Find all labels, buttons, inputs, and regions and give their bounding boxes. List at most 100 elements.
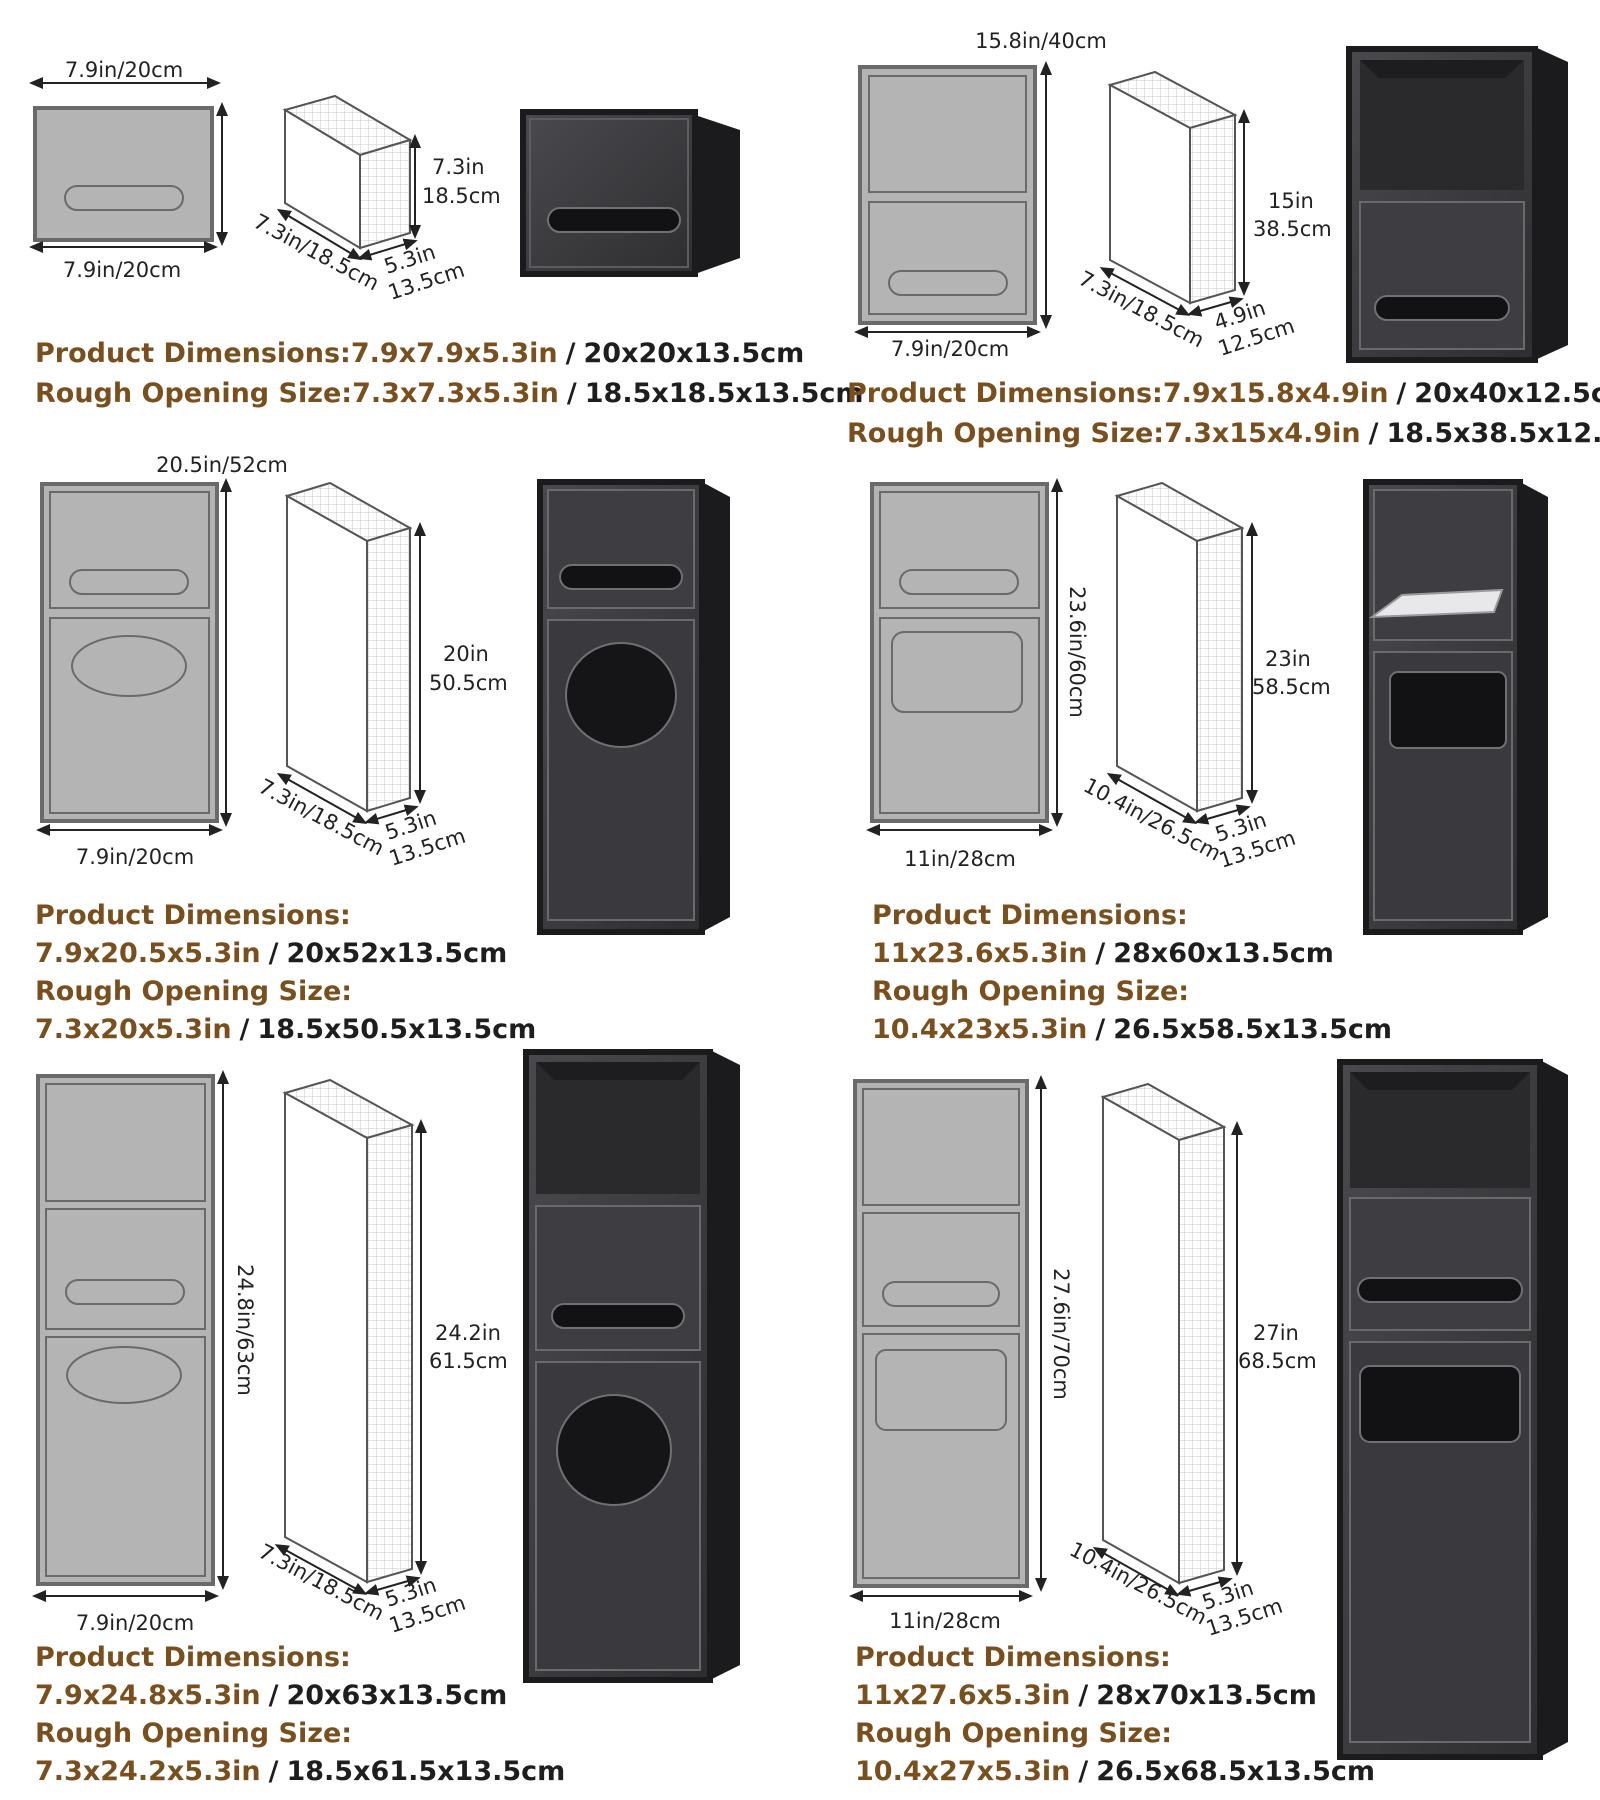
box-height-cm: 38.5cm [1253,217,1332,241]
slash: / [269,938,279,969]
slash: / [566,338,576,369]
product-dimensions-line: 7.9x24.8x5.3in/20x63x13.5cm [35,1680,507,1711]
product-label: Product Dimensions: [35,1642,351,1673]
product-photo [537,479,730,935]
slash: / [269,1756,279,1787]
front-view-drawing [853,1079,1029,1588]
rough-cm: 26.5x68.5x13.5cm [1096,1756,1375,1787]
box-height-cm: 58.5cm [1252,675,1331,699]
box-depth-arrow [364,804,419,825]
front-height-label: 20.5in/52cm [156,453,288,477]
front-view-drawing [858,65,1037,325]
front-width-label: 7.9in/20cm [76,845,194,869]
product-label: Product Dimensions: [35,338,351,369]
product-in: 7.9x15.8x4.9in [1163,378,1389,409]
slash: / [1078,1680,1088,1711]
rough-opening-line: 10.4x27x5.3in / 26.5x68.5x13.5cm [855,1756,1375,1787]
front-width-label: 11in/28cm [904,847,1016,871]
model-3: 20.5in/52cm 7.9in/20cm 20in 50.5cm 7.3in… [35,453,730,1045]
product-photo [1346,46,1568,363]
product-label: Product Dimensions: [35,900,351,931]
front-view-drawing [33,106,214,242]
product-label: Product Dimensions: [872,900,1188,931]
paper-towel-slot-icon [1368,588,1504,619]
box-width-arrow [276,773,368,824]
product-dimensions-line: 7.9x20.5x5.3in /20x52x13.5cm [35,938,507,969]
rough-in: 10.4x27x5.3in [855,1756,1070,1787]
box-height-in: 23in [1265,647,1311,671]
rough-in: 7.3x15x4.9in [1164,418,1361,449]
box-height-in: 15in [1268,189,1314,213]
box-height-in: 20in [443,642,489,666]
box-height-cm: 18.5cm [422,184,501,208]
rough-opening-line: 7.3x20x5.3in /18.5x50.5x13.5cm [35,1014,536,1045]
product-dimensions-line: 11x27.6x5.3in / 28x70x13.5cm [855,1680,1317,1711]
rough-label: Rough Opening Size: [35,378,352,409]
isometric-box-drawing [1107,70,1238,305]
box-width-arrow [276,208,363,261]
product-cm: 28x60x13.5cm [1113,938,1334,969]
front-width-label: 7.9in/20cm [76,1611,194,1635]
rough-in: 7.3x7.3x5.3in [352,378,559,409]
product-dimensions-line: Product Dimensions:7.9x15.8x4.9in/ 20x40x… [847,378,1600,409]
slash: / [1396,378,1406,409]
front-width-label: 7.9in/20cm [63,258,181,282]
product-in: 11x27.6x5.3in [855,1680,1070,1711]
front-height-label: 24.8in/63cm [233,1264,257,1396]
box-height-in: 7.3in [432,155,485,179]
box-height-cm: 68.5cm [1238,1349,1317,1373]
product-cm: 20x20x13.5cm [584,338,805,369]
box-width-arrow [1092,1547,1180,1596]
rough-cm: 18.5x61.5x13.5cm [286,1756,565,1787]
front-view-drawing [870,482,1049,823]
product-cm: 20x63x13.5cm [286,1680,507,1711]
rough-label: Rough Opening Size: [855,1718,1172,1749]
rough-cm: 18.5x50.5x13.5cm [257,1014,536,1045]
front-height-label: 23.6in/60cm [1065,586,1089,718]
product-cm: 28x70x13.5cm [1096,1680,1317,1711]
model-5: 24.8in/63cm 7.9in/20cm 24.2in 61.5cm 7.3… [32,1049,740,1787]
front-width-label: 7.9in/20cm [891,337,1009,361]
product-label: Product Dimensions: [847,378,1163,409]
product-dimensions-line: Product Dimensions:7.9x7.9x5.3in / 20x20x1… [35,338,804,369]
rough-label: Rough Opening Size: [35,1718,352,1749]
rough-in: 7.3x20x5.3in [35,1014,232,1045]
slash: / [567,378,577,409]
box-depth-arrow [1194,804,1251,825]
front-height-label: 7.9in/20cm [65,58,183,82]
box-width-arrow [1106,773,1198,824]
product-photo [520,109,740,277]
front-height-label: 15.8in/40cm [975,29,1107,53]
model-6: 27.6in/70cm 11in/28cm 27in 68.5cm 10.4in… [849,1059,1568,1787]
box-depth-arrow [364,1575,421,1596]
model-1: 7.9in/20cm 7.9in/20cm 7.3in 18.5cm 7.3in… [29,58,864,409]
slash: / [1078,1756,1088,1787]
front-width-label: 11in/28cm [889,1609,1001,1633]
rough-cm: 18.5x38.5x12.5cm [1386,418,1600,449]
isometric-box-drawing [284,481,413,813]
product-in: 7.9x20.5x5.3in [35,938,261,969]
slash: / [240,1014,250,1045]
slash: / [1095,938,1105,969]
rough-in: 7.3x24.2x5.3in [35,1756,261,1787]
slash: / [1369,418,1379,449]
product-in: 7.9x7.9x5.3in [351,338,558,369]
front-view-drawing [36,1074,215,1586]
box-width-arrow [274,1544,368,1595]
product-cm: 20x40x12.5cm [1414,378,1600,409]
front-view-drawing [40,482,219,823]
box-depth-arrow [1187,296,1244,317]
isometric-box-drawing [282,1078,415,1584]
rough-cm: 18.5x18.5x13.5cm [585,378,864,409]
box-height-cm: 61.5cm [429,1349,508,1373]
product-photo [523,1049,740,1683]
box-width-arrow [1099,267,1191,316]
box-depth-arrow [357,238,418,261]
product-cm: 20x52x13.5cm [286,938,507,969]
rough-label: Rough Opening Size: [872,976,1189,1007]
box-height-in: 24.2in [435,1321,501,1345]
rough-opening-line: Rough Opening Size:7.3x15x4.9in/18.5x38.… [847,418,1600,449]
isometric-box-drawing [1100,1082,1227,1585]
product-in: 7.9x24.8x5.3in [35,1680,261,1711]
